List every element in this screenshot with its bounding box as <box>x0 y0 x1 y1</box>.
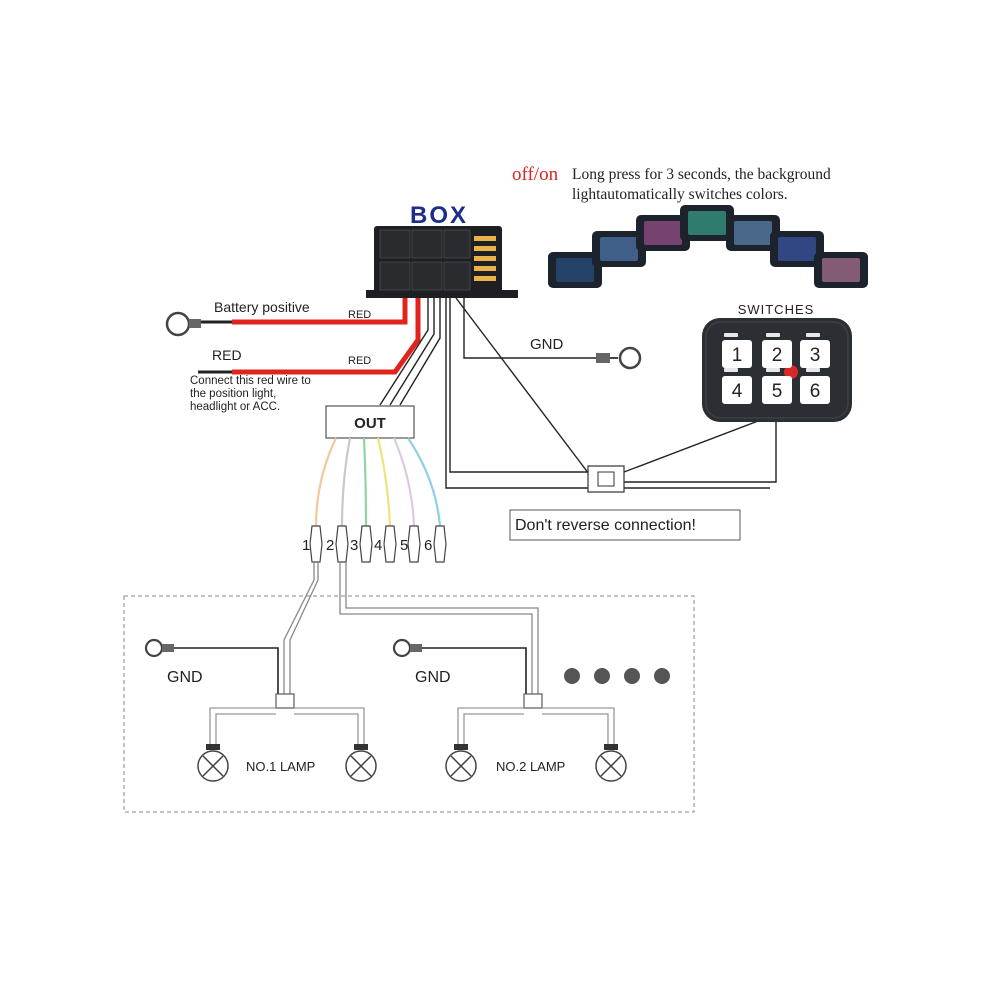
relay-box <box>366 226 518 298</box>
lamp-feed-wires <box>283 562 539 694</box>
more-lamps-dots <box>564 668 670 684</box>
notice-line-1: Long press for 3 seconds, the background <box>572 166 831 183</box>
switch-key-6-label: 6 <box>810 381 821 402</box>
warning-box <box>509 509 741 541</box>
gnd-terminal-1 <box>144 638 279 694</box>
connect-note-line-1: Connect this red wire to <box>190 375 311 387</box>
box-title: BOX <box>410 202 468 229</box>
lamp-1-label: NO.1 LAMP <box>246 759 315 774</box>
lamp-2-harness <box>457 693 615 744</box>
switch-key-2[interactable]: 2 <box>762 340 792 368</box>
switch-key-3-label: 3 <box>810 345 821 366</box>
notice: off/on Long press for 3 seconds, the bac… <box>512 164 831 203</box>
panel-preview-3 <box>636 215 690 251</box>
warning-text: Don't reverse connection! <box>515 517 696 534</box>
ring-terminal-icon <box>165 311 201 337</box>
lamp-2-label: NO.2 LAMP <box>496 759 565 774</box>
output-wires <box>314 437 442 527</box>
switch-key-3[interactable]: 3 <box>800 340 830 368</box>
gnd-terminal-2 <box>392 638 527 694</box>
switch-key-2-label: 2 <box>772 345 783 366</box>
lamp-1-right-icon <box>345 744 377 782</box>
switch-panel <box>702 318 852 422</box>
panel-preview-5 <box>726 215 780 251</box>
panel-preview-1 <box>548 252 602 288</box>
out-harness <box>379 298 441 406</box>
box-gnd-label: GND <box>530 336 564 353</box>
offon-label: off/on <box>512 164 559 185</box>
red-wires <box>198 298 421 375</box>
connector-number-4: 4 <box>374 537 382 554</box>
lamp-2-left-icon <box>445 744 477 782</box>
lamp-2-right-icon <box>595 744 627 782</box>
connector-numbers: 1 2 3 4 5 6 <box>302 537 432 554</box>
gnd-label-1: GND <box>167 669 203 686</box>
connector-number-2: 2 <box>326 537 334 554</box>
panel-preview-6 <box>770 231 824 267</box>
box-gnd-wire <box>463 298 642 370</box>
lamp-1-harness <box>209 693 365 744</box>
connect-note: Connect this red wire to the position li… <box>190 375 314 413</box>
switch-key-1[interactable]: 1 <box>722 340 752 368</box>
battery-positive-label: Battery positive <box>214 299 310 315</box>
switch-keys: 1 2 3 4 5 6 <box>722 340 830 404</box>
switch-key-4-label: 4 <box>732 381 743 402</box>
connect-note-line-3: headlight or ACC. <box>190 401 280 413</box>
panel-preview-7 <box>814 252 868 288</box>
switch-key-5[interactable]: 5 <box>762 376 792 404</box>
switch-cable <box>445 297 777 489</box>
out-label: OUT <box>354 415 386 432</box>
switch-key-1-label: 1 <box>732 345 743 366</box>
connect-note-line-2: the position light, <box>190 388 276 400</box>
panel-color-previews <box>548 205 868 288</box>
power-button[interactable] <box>784 365 798 379</box>
red-label: RED <box>212 347 242 363</box>
connector-number-6: 6 <box>424 537 432 554</box>
lamp-section-border <box>123 595 695 813</box>
connector-number-5: 5 <box>400 537 408 554</box>
gnd-label-2: GND <box>415 669 451 686</box>
switch-key-6[interactable]: 6 <box>800 376 830 404</box>
switch-key-4[interactable]: 4 <box>722 376 752 404</box>
connector-number-3: 3 <box>350 537 358 554</box>
out-block <box>325 405 415 439</box>
connector-number-1: 1 <box>302 537 310 554</box>
red-wire-label-2: RED <box>348 355 371 367</box>
cable-connector <box>587 465 625 493</box>
notice-line-2: lightautomatically switches colors. <box>572 186 788 203</box>
panel-preview-2 <box>592 231 646 267</box>
switches-title: SWITCHES <box>738 302 815 317</box>
lamp-1-left-icon <box>197 744 229 782</box>
panel-preview-4 <box>680 205 734 241</box>
red-wire-label-1: RED <box>348 309 371 321</box>
switch-key-5-label: 5 <box>772 381 783 402</box>
